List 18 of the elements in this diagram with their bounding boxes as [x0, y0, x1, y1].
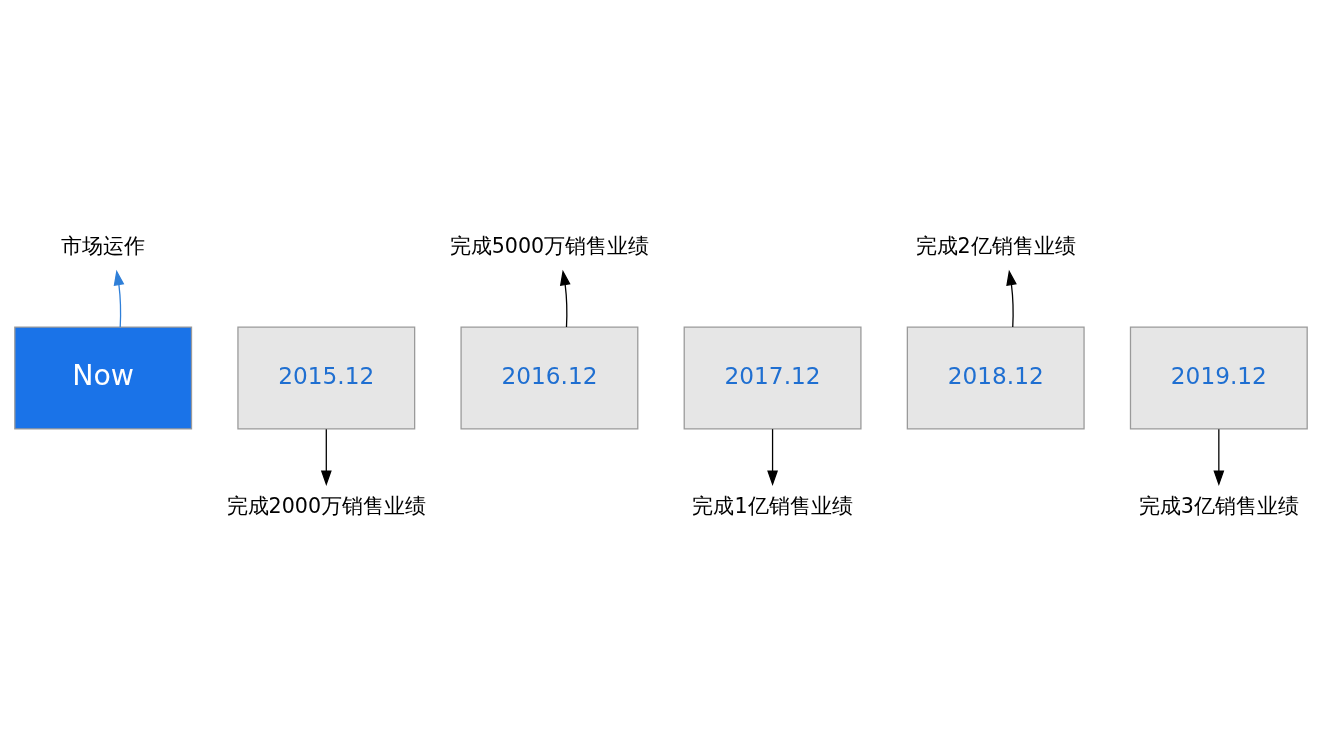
node-box: 2017.12: [683, 325, 862, 430]
node-text: 完成3亿销售业绩: [1138, 493, 1299, 518]
arrow: [113, 269, 125, 328]
arrow: [767, 428, 778, 486]
node-text: 完成2亿销售业绩: [915, 233, 1076, 258]
arrow: [320, 428, 332, 486]
arrow: [559, 269, 571, 328]
arrow: [1213, 428, 1225, 486]
node-box: Now: [14, 325, 193, 430]
arrow: [1006, 269, 1017, 328]
node-text: 完成1亿销售业绩: [692, 493, 853, 518]
node-text: 市场运作: [61, 233, 146, 258]
node-box: 2016.12: [460, 325, 639, 430]
node-box: 2019.12: [1129, 325, 1308, 430]
node-box: 2015.12: [237, 325, 416, 430]
node-text: 完成5000万销售业绩: [449, 233, 650, 258]
node-box: 2018.12: [906, 325, 1085, 430]
node-text: 完成2000万销售业绩: [226, 493, 427, 518]
